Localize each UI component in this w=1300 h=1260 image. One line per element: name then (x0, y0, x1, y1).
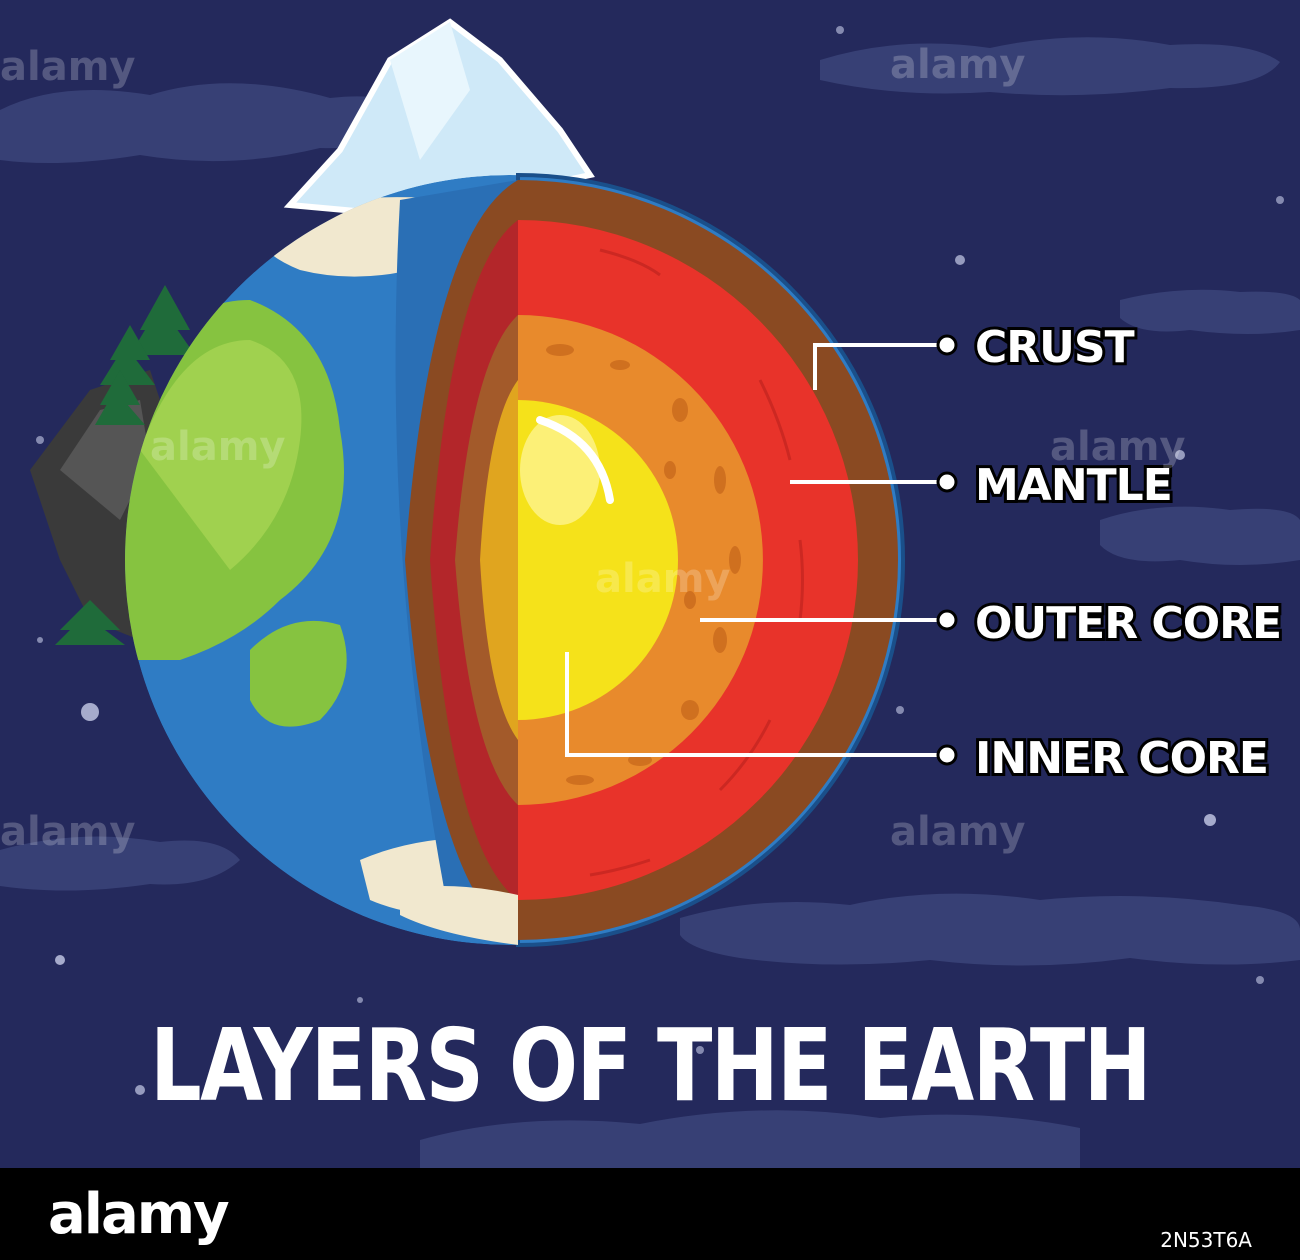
cross-section (395, 172, 905, 948)
watermark: alamy (1050, 424, 1185, 470)
label-inner-core: INNER CORE (975, 733, 1268, 784)
diagram-title: LAYERS OF THE EARTH (150, 1007, 1150, 1124)
watermark: alamy (890, 42, 1025, 88)
footer-bar: alamy 2N53T6A (0, 1168, 1300, 1260)
label-mantle: MANTLE (975, 460, 1172, 511)
footer-image-id: 2N53T6A (1160, 1228, 1252, 1252)
watermark: alamy (0, 809, 135, 855)
watermark: alamy (595, 556, 730, 602)
earth-layers-diagram: CRUST MANTLE OUTER CORE INNER CORE LAYER… (0, 0, 1300, 1168)
leader-lines (565, 343, 945, 757)
watermark: alamy (890, 809, 1025, 855)
leader-dots (936, 334, 958, 766)
clouds (0, 37, 1300, 1168)
watermark: alamy (150, 424, 285, 470)
label-crust: CRUST (975, 322, 1135, 373)
stars (36, 26, 1284, 1095)
label-outer-core: OUTER CORE (975, 598, 1281, 649)
trees (55, 285, 195, 645)
watermark: alamy (0, 44, 135, 90)
footer-brand-logo: alamy (48, 1182, 230, 1247)
